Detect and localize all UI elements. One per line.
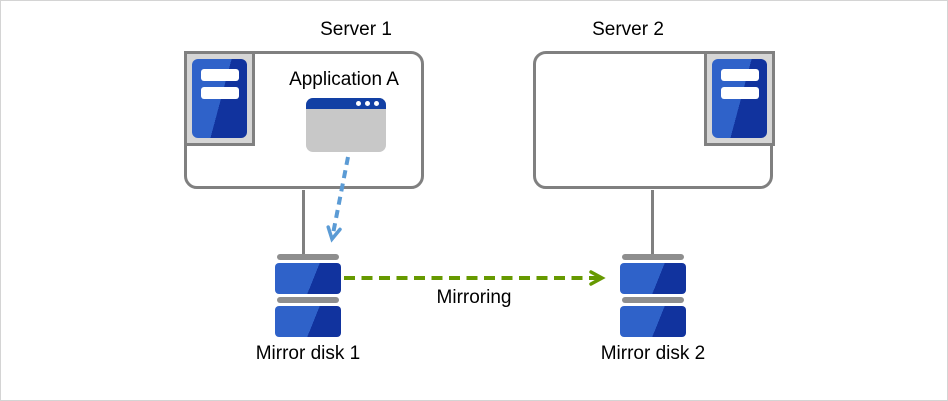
app-window-icon [306, 98, 386, 152]
mirroring-label: Mirroring [436, 287, 512, 308]
disk-platter [620, 263, 686, 294]
app-window-buttons [356, 101, 379, 106]
app-window-titlebar [306, 98, 386, 109]
disk-platter [620, 306, 686, 337]
disk1-label: Mirror disk 1 [255, 343, 361, 364]
server2-title: Server 2 [592, 19, 664, 40]
server-tower-icon [184, 51, 255, 146]
window-dot-icon [374, 101, 379, 106]
disk-cap [622, 254, 684, 260]
application-label: Application A [289, 69, 399, 90]
window-dot-icon [365, 101, 370, 106]
mirror-disk-icon [275, 254, 341, 340]
server-slot [721, 69, 759, 81]
server1-title: Server 1 [320, 19, 392, 40]
server2-disk-connector [651, 190, 654, 256]
disk2-label: Mirror disk 2 [600, 343, 706, 364]
server-panel [192, 59, 247, 138]
disk-cap [622, 297, 684, 303]
disk-platter [275, 263, 341, 294]
window-dot-icon [356, 101, 361, 106]
disk-cap [277, 254, 339, 260]
mirror-disk-icon [620, 254, 686, 340]
disk-cap [277, 297, 339, 303]
disk-platter [275, 306, 341, 337]
server-tower-icon [704, 51, 775, 146]
server-slot [201, 69, 239, 81]
server-slot [201, 87, 239, 99]
server-panel [712, 59, 767, 138]
server1-disk-connector [302, 190, 305, 256]
server-slot [721, 87, 759, 99]
